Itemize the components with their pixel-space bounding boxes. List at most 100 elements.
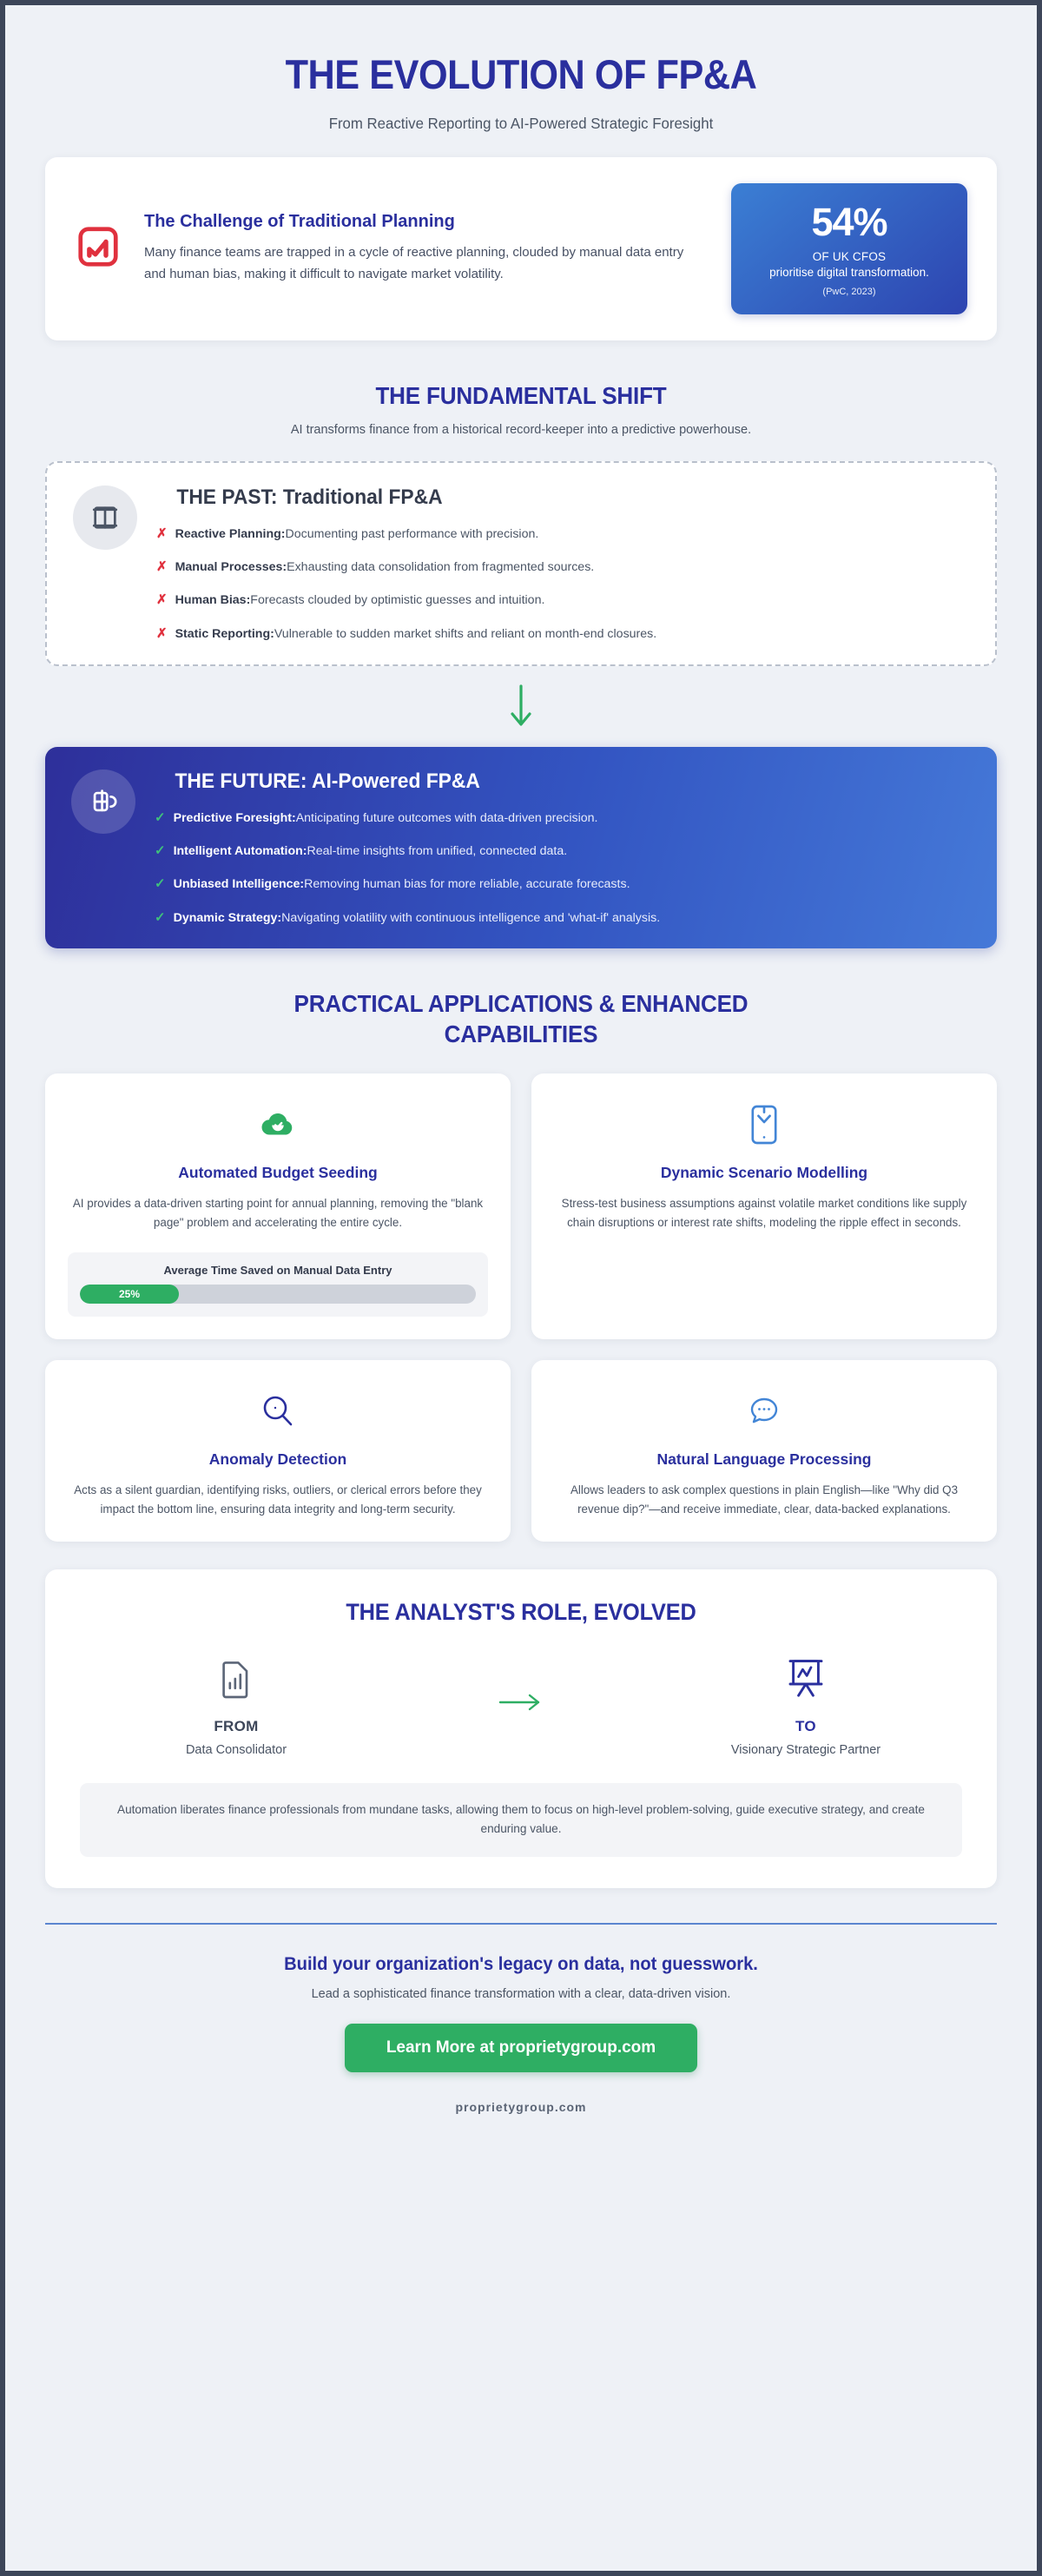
- future-title: THE FUTURE: AI-Powered FP&A: [175, 769, 480, 793]
- footer-subtitle: Lead a sophisticated finance transformat…: [311, 1986, 731, 2001]
- capability-title: Natural Language Processing: [656, 1450, 872, 1469]
- list-item-desc: Exhausting data consolidation from fragm…: [287, 559, 595, 574]
- list-item-label: Predictive Foresight:: [173, 810, 296, 825]
- list-item: ✓ Dynamic Strategy:Navigating volatility…: [155, 909, 971, 928]
- challenge-title: The Challenge of Traditional Planning: [144, 212, 455, 232]
- challenge-text: Many finance teams are trapped in a cycl…: [144, 245, 684, 281]
- transition-arrow: [45, 684, 997, 735]
- list-item-label: Dynamic Strategy:: [173, 910, 282, 925]
- list-item-desc: Real-time insights from unified, connect…: [307, 844, 568, 859]
- learn-more-button[interactable]: Learn More at proprietygroup.com: [344, 2023, 698, 2072]
- capability-grid: Automated Budget Seeding AI provides a d…: [45, 1073, 997, 1542]
- check-icon: ✓: [155, 843, 166, 859]
- document-chart-icon: [123, 1652, 349, 1706]
- list-item: ✗ Static Reporting:Vulnerable to sudden …: [156, 625, 969, 644]
- role-note: Automation liberates finance professiona…: [80, 1782, 962, 1857]
- arrow-down-icon: [511, 684, 531, 726]
- shift-subtitle: AI transforms finance from a historical …: [290, 422, 752, 437]
- list-item-desc: Removing human bias for more reliable, a…: [304, 877, 630, 892]
- capability-title: Automated Budget Seeding: [178, 1164, 378, 1182]
- list-item: ✓ Predictive Foresight:Anticipating futu…: [155, 809, 971, 828]
- progress-widget: Average Time Saved on Manual Data Entry …: [68, 1252, 488, 1318]
- role-from-kicker: FROM: [214, 1717, 259, 1734]
- capability-text: Acts as a silent guardian, identifying r…: [74, 1483, 482, 1516]
- capability-title: Anomaly Detection: [208, 1450, 347, 1469]
- capability-text: Stress-test business assumptions against…: [561, 1197, 967, 1229]
- capability-card-anomaly-detection: Anomaly Detection Acts as a silent guard…: [45, 1360, 511, 1542]
- capability-title: Dynamic Scenario Modelling: [660, 1164, 868, 1182]
- list-item-desc: Vulnerable to sudden market shifts and r…: [274, 626, 657, 641]
- footer-title: Build your organization's legacy on data…: [284, 1953, 758, 1974]
- list-item-desc: Forecasts clouded by optimistic guesses …: [250, 593, 545, 608]
- challenge-body: The Challenge of Traditional Planning Ma…: [144, 212, 709, 285]
- past-list: ✗ Reactive Planning:Documenting past per…: [156, 525, 969, 644]
- cloud-check-icon: [68, 1098, 488, 1152]
- chart-square-icon: [75, 223, 122, 274]
- capability-text: Allows leaders to ask complex questions …: [570, 1483, 959, 1516]
- progress-fill: 25%: [80, 1285, 179, 1305]
- list-item-label: Human Bias:: [175, 593, 251, 608]
- analyst-role-panel: THE ANALYST'S ROLE, EVOLVED FROM Data Co…: [45, 1569, 997, 1888]
- list-item-desc: Navigating volatility with continuous in…: [281, 910, 661, 925]
- list-item-label: Reactive Planning:: [175, 526, 286, 541]
- list-item: ✗ Reactive Planning:Documenting past per…: [156, 525, 969, 544]
- list-item-desc: Anticipating future outcomes with data-d…: [295, 810, 598, 825]
- magnifier-icon: [68, 1384, 488, 1438]
- progress-track: 25%: [80, 1285, 476, 1305]
- stat-line-1: OF UK CFOS: [812, 249, 887, 263]
- future-body: THE FUTURE: AI-Powered FP&A ✓ Predictive…: [155, 769, 971, 928]
- role-comparison-row: FROM Data Consolidator: [80, 1652, 962, 1757]
- role-to-name: Visionary Strategic Partner: [730, 1742, 881, 1757]
- stat-badge: 54% OF UK CFOS prioritise digital transf…: [731, 182, 967, 314]
- footer-divider: [45, 1922, 997, 1925]
- columns-layout-icon: [73, 485, 137, 550]
- role-to: TO Visionary Strategic Partner: [693, 1652, 919, 1757]
- progress-label: Average Time Saved on Manual Data Entry: [163, 1264, 392, 1278]
- stat-source: (PwC, 2023): [822, 286, 876, 297]
- list-item: ✗ Human Bias:Forecasts clouded by optimi…: [156, 591, 969, 610]
- cross-icon: ✗: [156, 558, 168, 574]
- stat-line-2: prioritise digital transformation.: [769, 265, 929, 279]
- list-item: ✓ Unbiased Intelligence:Removing human b…: [155, 875, 971, 894]
- challenge-card: The Challenge of Traditional Planning Ma…: [45, 156, 997, 340]
- capability-card-nlp: Natural Language Processing Allows leade…: [531, 1360, 997, 1542]
- arrow-right-icon: [497, 1691, 545, 1718]
- ai-cube-icon: [71, 769, 135, 834]
- future-panel: THE FUTURE: AI-Powered FP&A ✓ Predictive…: [45, 746, 997, 949]
- list-item-desc: Documenting past performance with precis…: [285, 526, 539, 541]
- applications-heading: PRACTICAL APPLICATIONS & ENHANCED CAPABI…: [45, 988, 997, 1049]
- role-title: THE ANALYST'S ROLE, EVOLVED: [346, 1598, 696, 1625]
- past-title: THE PAST: Traditional FP&A: [176, 485, 443, 509]
- role-from-name: Data Consolidator: [185, 1742, 287, 1757]
- past-body: THE PAST: Traditional FP&A ✗ Reactive Pl…: [156, 485, 969, 644]
- cross-icon: ✗: [156, 525, 168, 541]
- shift-heading: THE FUNDAMENTAL SHIFT AI transforms fina…: [45, 380, 997, 437]
- list-item-label: Unbiased Intelligence:: [173, 877, 305, 892]
- capability-card-budget-seeding: Automated Budget Seeding AI provides a d…: [45, 1073, 511, 1340]
- hero-section: THE EVOLUTION OF FP&A From Reactive Repo…: [45, 28, 997, 149]
- presentation-chart-icon: [693, 1652, 919, 1706]
- footer-section: Build your organization's legacy on data…: [45, 1925, 997, 2114]
- list-item-label: Static Reporting:: [175, 626, 274, 641]
- mobile-chevron-icon: [554, 1098, 974, 1152]
- capability-text: AI provides a data-driven starting point…: [72, 1197, 484, 1229]
- shift-title: THE FUNDAMENTAL SHIFT: [375, 381, 667, 409]
- role-to-kicker: TO: [795, 1717, 816, 1734]
- check-icon: ✓: [155, 909, 166, 925]
- role-from: FROM Data Consolidator: [123, 1652, 349, 1757]
- cloud-check-glyph: [261, 1113, 293, 1135]
- chat-bubble-icon: [554, 1384, 974, 1438]
- cross-icon: ✗: [156, 592, 168, 608]
- page-subtitle: From Reactive Reporting to AI-Powered St…: [328, 114, 714, 132]
- cross-icon: ✗: [156, 625, 168, 641]
- page-title: THE EVOLUTION OF FP&A: [285, 51, 757, 97]
- future-list: ✓ Predictive Foresight:Anticipating futu…: [155, 809, 971, 928]
- list-item-label: Manual Processes:: [175, 559, 287, 574]
- applications-title: PRACTICAL APPLICATIONS & ENHANCED CAPABI…: [293, 990, 749, 1048]
- check-icon: ✓: [155, 809, 166, 825]
- stat-value: 54%: [811, 199, 887, 244]
- past-panel: THE PAST: Traditional FP&A ✗ Reactive Pl…: [45, 460, 997, 666]
- capability-card-scenario-modelling: Dynamic Scenario Modelling Stress-test b…: [531, 1073, 997, 1340]
- check-icon: ✓: [155, 876, 166, 892]
